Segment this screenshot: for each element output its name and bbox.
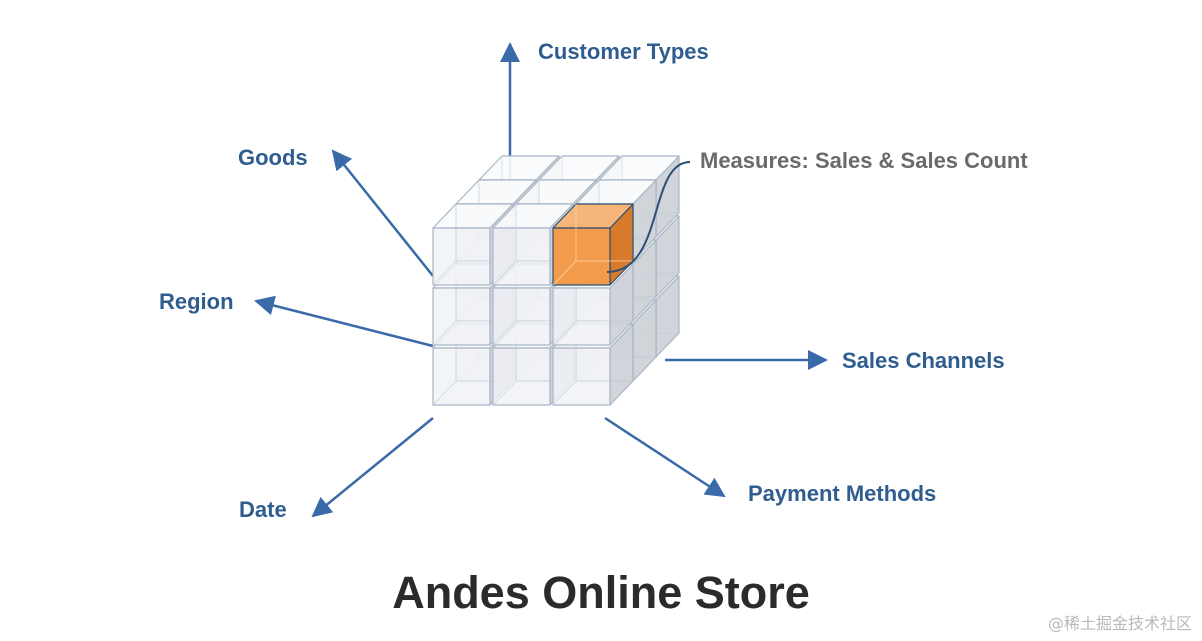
cell-hidden-edge [432,260,457,286]
cell-hidden-edge [432,320,457,346]
axis-label-customer-types: Customer Types [538,39,709,64]
cell-hidden-edge [492,320,517,346]
cell-hidden-edge [492,380,517,406]
axis-payment-methods-arrow [604,416,726,498]
cell-hidden-edge [552,380,577,406]
axis-date-arrow [311,417,434,518]
cell-hidden-edge [432,380,457,406]
cell-hidden-edge [552,260,577,286]
axis-goods-arrow [331,149,434,277]
axis-region-arrow [254,295,434,348]
axis-label-date: Date [239,497,287,522]
axis-label-region: Region [159,289,234,314]
axis-label-goods: Goods [238,145,308,170]
axis-label-sales-channels: Sales Channels [842,348,1005,373]
cell-hidden-edge [552,320,577,346]
watermark: @稀土掘金技术社区 [1047,614,1192,633]
diagram-title: Andes Online Store [392,567,810,618]
measures-label: Measures: Sales & Sales Count [700,148,1028,173]
axis-label-payment-methods: Payment Methods [748,481,937,506]
cube-cells [432,155,680,406]
cell-hidden-edge [492,260,517,286]
measures-leader-line [606,161,691,273]
cube-cell-highlighted [552,203,634,286]
